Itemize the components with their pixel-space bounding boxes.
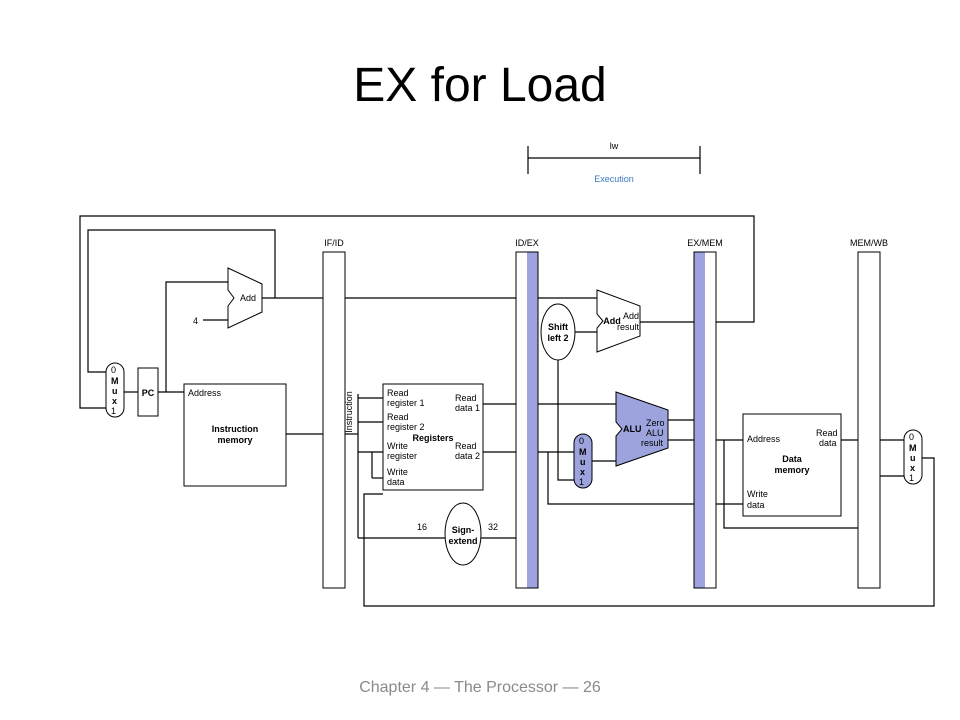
svg-text:Registers: Registers [412,433,453,443]
svg-text:ALU: ALU [623,424,642,434]
svg-text:left 2: left 2 [547,333,568,343]
pipeline-registers: IF/ID ID/EX EX/MEM MEM/WB [322,238,888,589]
svg-text:u: u [580,457,586,467]
slide-footer: Chapter 4 — The Processor — 26 [359,679,601,696]
svg-text:Write: Write [387,441,408,451]
svg-text:Add: Add [240,293,256,303]
svg-text:Address: Address [188,388,222,398]
svg-text:Read: Read [387,412,409,422]
svg-text:Data: Data [782,454,803,464]
svg-text:ALU: ALU [646,428,664,438]
svg-text:register 1: register 1 [387,398,425,408]
svg-text:data: data [747,500,765,510]
svg-text:0: 0 [111,365,116,375]
svg-text:result: result [617,322,640,332]
svg-text:0: 0 [909,432,914,442]
svg-text:data 2: data 2 [455,451,480,461]
svg-text:16: 16 [417,522,427,532]
svg-text:Write: Write [747,489,768,499]
svg-text:data 1: data 1 [455,403,480,413]
idex-label: ID/EX [515,238,539,248]
memwb-label: MEM/WB [850,238,888,248]
svg-text:1: 1 [579,477,584,487]
svg-text:Write: Write [387,467,408,477]
svg-text:1: 1 [909,473,914,483]
svg-text:memory: memory [217,435,252,445]
ifid-register [322,251,346,589]
svg-text:M: M [579,447,587,457]
svg-text:Read: Read [387,388,409,398]
svg-text:data: data [819,438,837,448]
svg-text:register: register [387,451,417,461]
constant-four: 4 [193,316,198,326]
svg-text:result: result [641,438,664,448]
timeline-stage-label: Execution [594,174,634,184]
pc-register: PC [137,367,159,417]
svg-text:x: x [910,463,915,473]
register-file: Read register 1 Read register 2 Write re… [382,383,484,491]
pc-mux: 0 M u x 1 [105,362,125,418]
svg-text:x: x [112,396,117,406]
svg-text:Instruction: Instruction [212,424,259,434]
svg-text:u: u [910,453,916,463]
writeback-mux: 0 M u x 1 [903,429,923,485]
svg-text:PC: PC [142,388,155,398]
exmem-label: EX/MEM [687,238,723,248]
alu: ALU Zero ALU result [615,391,669,467]
svg-text:32: 32 [488,522,498,532]
alu-src-mux: 0 M u x 1 [573,433,593,489]
data-memory: Address Read data Data memory Write data [742,413,842,517]
timeline-instr-label: lw [610,141,619,151]
stage-timeline: lw Execution [527,141,701,184]
ifid-label: IF/ID [324,238,344,248]
pc-adder: Add 4 [193,267,263,329]
svg-text:x: x [580,467,585,477]
shift-left-2: Shift left 2 [540,303,576,361]
svg-text:Add: Add [603,316,621,326]
svg-text:register 2: register 2 [387,422,425,432]
svg-text:Shift: Shift [548,322,568,332]
svg-text:0: 0 [579,436,584,446]
svg-text:Read: Read [455,441,477,451]
svg-text:1: 1 [111,406,116,416]
svg-text:Add: Add [623,311,639,321]
svg-text:u: u [112,386,118,396]
svg-text:Address: Address [747,434,781,444]
instruction-bus-label: Instruction [344,391,354,433]
slide-title: EX for Load [353,59,607,112]
svg-text:Read: Read [816,428,838,438]
sign-extend: Sign- extend 16 32 [417,502,498,566]
svg-text:M: M [111,376,119,386]
svg-text:Read: Read [455,393,477,403]
svg-text:memory: memory [774,465,809,475]
branch-adder: Add Add result [596,289,641,353]
datapath-wires [79,215,935,607]
svg-text:Sign-: Sign- [452,525,475,535]
svg-text:Zero: Zero [646,418,665,428]
svg-text:M: M [909,443,917,453]
svg-text:data: data [387,477,405,487]
svg-text:extend: extend [448,536,477,546]
instruction-memory: Address Instruction memory [183,383,287,487]
memwb-register [857,251,881,589]
